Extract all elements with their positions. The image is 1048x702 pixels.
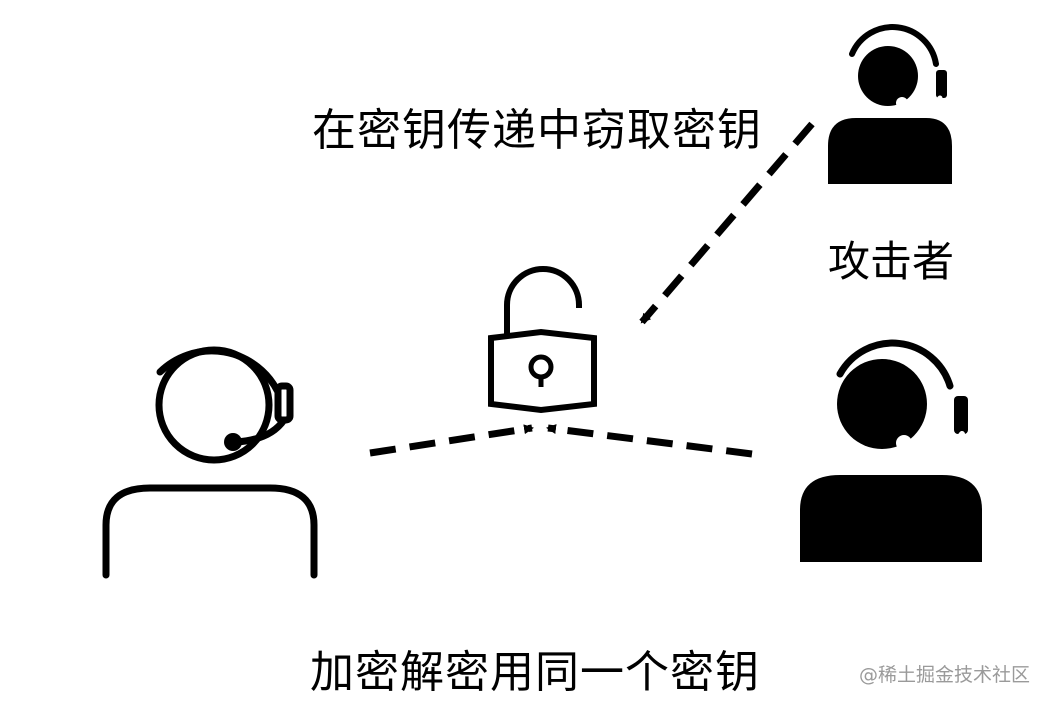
shared-key-caption: 加密解密用同一个密钥 — [310, 647, 760, 698]
right-person-icon — [800, 339, 982, 562]
attacker-person-icon — [828, 24, 952, 184]
open-padlock-icon — [488, 266, 597, 414]
watermark: @稀土掘金技术社区 — [858, 664, 1030, 686]
left-person-icon — [102, 346, 318, 579]
left-dashed-arrow — [369, 424, 534, 457]
attacker-dashed-arrow — [639, 121, 815, 325]
steal-key-caption: 在密钥传递中窃取密钥 — [312, 105, 762, 156]
right-dashed-arrow — [546, 424, 753, 458]
left-person-mic-icon — [224, 433, 242, 451]
attacker-label: 攻击者 — [828, 237, 955, 286]
